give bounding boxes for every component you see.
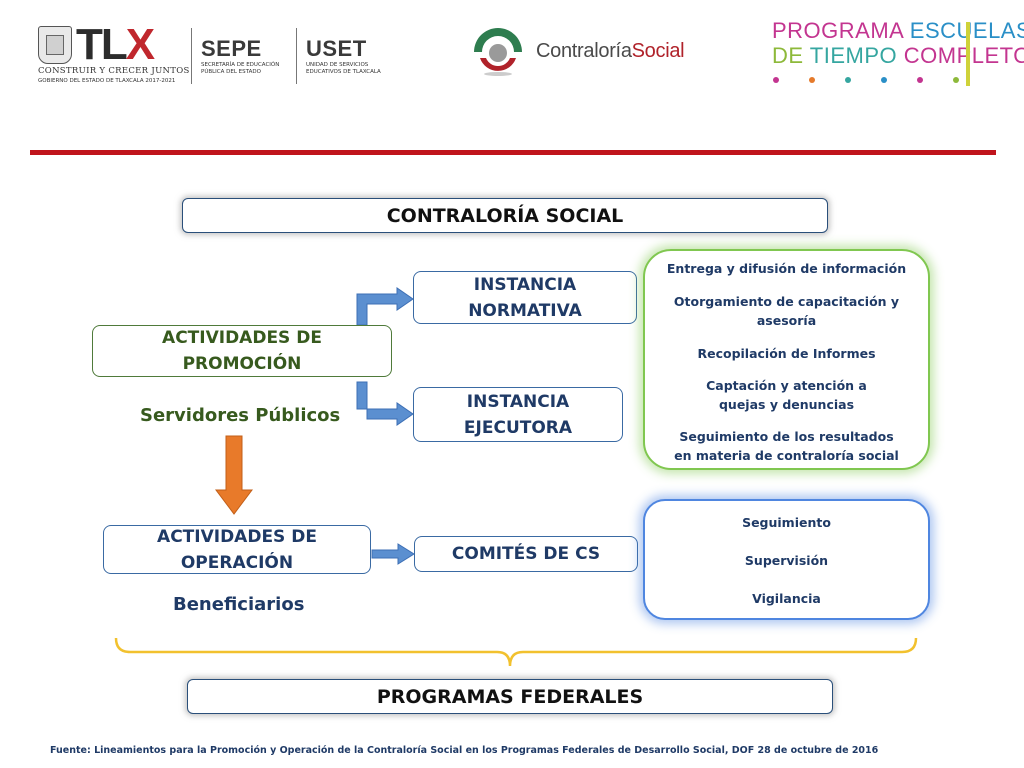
diagram-title: CONTRALORÍA SOCIAL: [182, 198, 828, 233]
promocion-task-item: Recopilación de Informes: [697, 346, 876, 361]
promocion-task-item: Otorgamiento de capacitación y asesoría: [673, 294, 900, 328]
sepe-caption-line2: PÚBLICA DEL ESTADO: [201, 69, 261, 75]
promocion-task-item: Captación y atención a quejas y denuncia…: [706, 378, 867, 412]
instancia-ejecutora-box: INSTANCIA EJECUTORA: [413, 387, 623, 442]
uset-logo: USET UNIDAD DE SERVICIOS EDUCATIVOS DE T…: [306, 36, 381, 76]
operacion-task-item: Vigilancia: [752, 591, 821, 606]
header-divider: [191, 28, 192, 84]
petc-dot-icon: [845, 77, 851, 83]
sepe-logo: SEPE SECRETARÍA DE EDUCACIÓN PÚBLICA DEL…: [201, 36, 279, 76]
operacion-task-item: Supervisión: [744, 553, 829, 568]
promocion-task-item: Entrega y difusión de información: [666, 261, 907, 276]
operacion-task-item: Seguimiento: [742, 515, 831, 530]
programas-federales-box: PROGRAMAS FEDERALES: [187, 679, 833, 714]
petc-dot-icon: [809, 77, 815, 83]
comites-cs-box: COMITÉS DE CS: [414, 536, 638, 572]
petc-logo-line2: DE TIEMPO COMPLETO: [772, 43, 1024, 68]
operacion-tasks-panel: Seguimiento Supervisión Vigilancia: [643, 499, 930, 620]
tlaxcala-crest-icon: [38, 26, 72, 64]
operacion-activities-box: ACTIVIDADES DE OPERACIÓN: [103, 525, 371, 574]
arrow-to-normativa: [356, 287, 414, 326]
sepe-wordmark: SEPE: [201, 36, 262, 61]
arrow-to-comites: [371, 543, 415, 565]
sepe-caption-line1: SECRETARÍA DE EDUCACIÓN: [201, 62, 280, 68]
petc-dot-icon: [953, 77, 959, 83]
petc-logo-bar: [966, 22, 970, 86]
uset-wordmark: USET: [306, 36, 367, 61]
programs-brace: [114, 637, 918, 667]
source-footnote: Fuente: Lineamientos para la Promoción y…: [50, 745, 879, 756]
uset-caption-line2: EDUCATIVOS DE TLAXCALA: [306, 69, 381, 75]
arrow-to-ejecutora: [356, 381, 414, 426]
instancia-normativa-box: INSTANCIA NORMATIVA: [413, 271, 637, 324]
tlx-government-caption: GOBIERNO DEL ESTADO DE TLAXCALA 2017-202…: [38, 78, 176, 84]
header-rule: [30, 150, 996, 155]
promocion-actor-label: Servidores Públicos: [140, 405, 341, 426]
contraloria-social-wordmark: ContraloríaSocial: [536, 40, 685, 62]
tlx-slogan: CONSTRUIR Y CRECER JUNTOS: [38, 66, 190, 76]
tlx-wordmark: TLX: [76, 20, 155, 69]
arrow-promocion-to-operacion: [215, 435, 253, 515]
promocion-task-item: Seguimiento de los resultados en materia…: [674, 429, 899, 463]
header-divider: [296, 28, 297, 84]
contraloria-social-emblem-icon: [474, 28, 522, 76]
promocion-tasks-panel: Entrega y difusión de información Otorga…: [643, 249, 930, 470]
petc-dot-icon: [917, 77, 923, 83]
petc-dot-icon: [773, 77, 779, 83]
petc-dot-icon: [881, 77, 887, 83]
tlaxcala-government-logo: TLX CONSTRUIR Y CRECER JUNTOS GOBIERNO D…: [38, 20, 190, 86]
uset-caption-line1: UNIDAD DE SERVICIOS: [306, 62, 369, 68]
promocion-activities-box: ACTIVIDADES DE PROMOCIÓN: [92, 325, 392, 377]
operacion-actor-label: Beneficiarios: [173, 594, 305, 615]
